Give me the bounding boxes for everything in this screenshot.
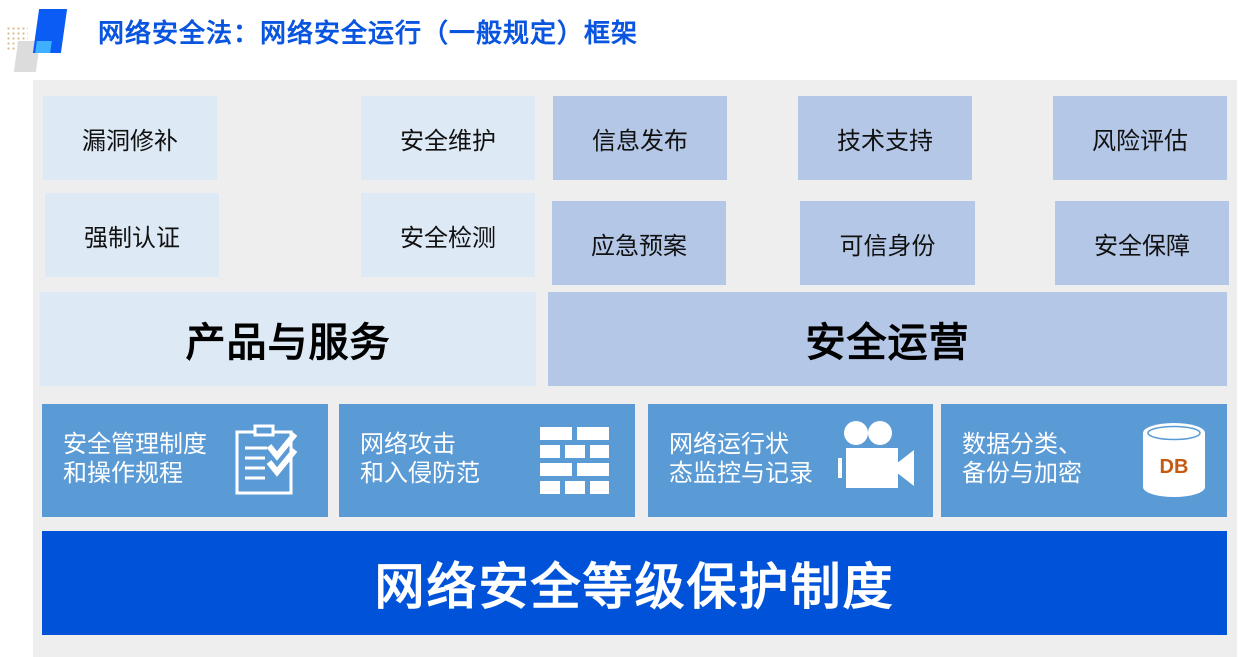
item-info-release: 信息发布 — [553, 96, 727, 180]
item-mandatory-certification: 强制认证 — [45, 193, 219, 277]
measure-label: 网络攻击 和入侵防范 — [360, 430, 480, 487]
db-label: DB — [1160, 456, 1189, 478]
measure-network-monitoring: 网络运行状 态监控与记录 — [648, 404, 933, 517]
measure-data-backup-encryption: 数据分类、 备份与加密 DB — [941, 404, 1227, 517]
item-emergency-plan: 应急预案 — [552, 201, 726, 285]
foundation-bar: 网络安全等级保护制度 — [42, 531, 1227, 635]
measure-label: 网络运行状 态监控与记录 — [669, 430, 813, 487]
database-icon: DB — [1143, 423, 1205, 497]
measure-label: 数据分类、 备份与加密 — [962, 430, 1082, 487]
video-camera-icon — [838, 421, 914, 488]
item-trusted-identity: 可信身份 — [800, 201, 975, 285]
item-security-assurance: 安全保障 — [1055, 201, 1229, 285]
logo-overlap-shape — [35, 41, 52, 53]
security-operations-label: 安全运营 — [548, 292, 1227, 386]
clipboard-check-icon — [235, 424, 298, 495]
item-risk-assessment: 风险评估 — [1053, 96, 1227, 180]
measure-attack-prevention: 网络攻击 和入侵防范 — [339, 404, 635, 517]
item-tech-support: 技术支持 — [798, 96, 972, 180]
item-vulnerability-patching: 漏洞修补 — [43, 96, 217, 180]
item-security-detection: 安全检测 — [361, 193, 535, 277]
item-security-maintenance: 安全维护 — [361, 96, 535, 180]
firewall-brick-icon — [540, 427, 609, 494]
page-title: 网络安全法：网络安全运行（一般规定）框架 — [98, 19, 639, 49]
measure-label: 安全管理制度 和操作规程 — [63, 430, 207, 487]
measure-management-policy: 安全管理制度 和操作规程 — [42, 404, 328, 517]
products-services-label: 产品与服务 — [40, 292, 536, 386]
